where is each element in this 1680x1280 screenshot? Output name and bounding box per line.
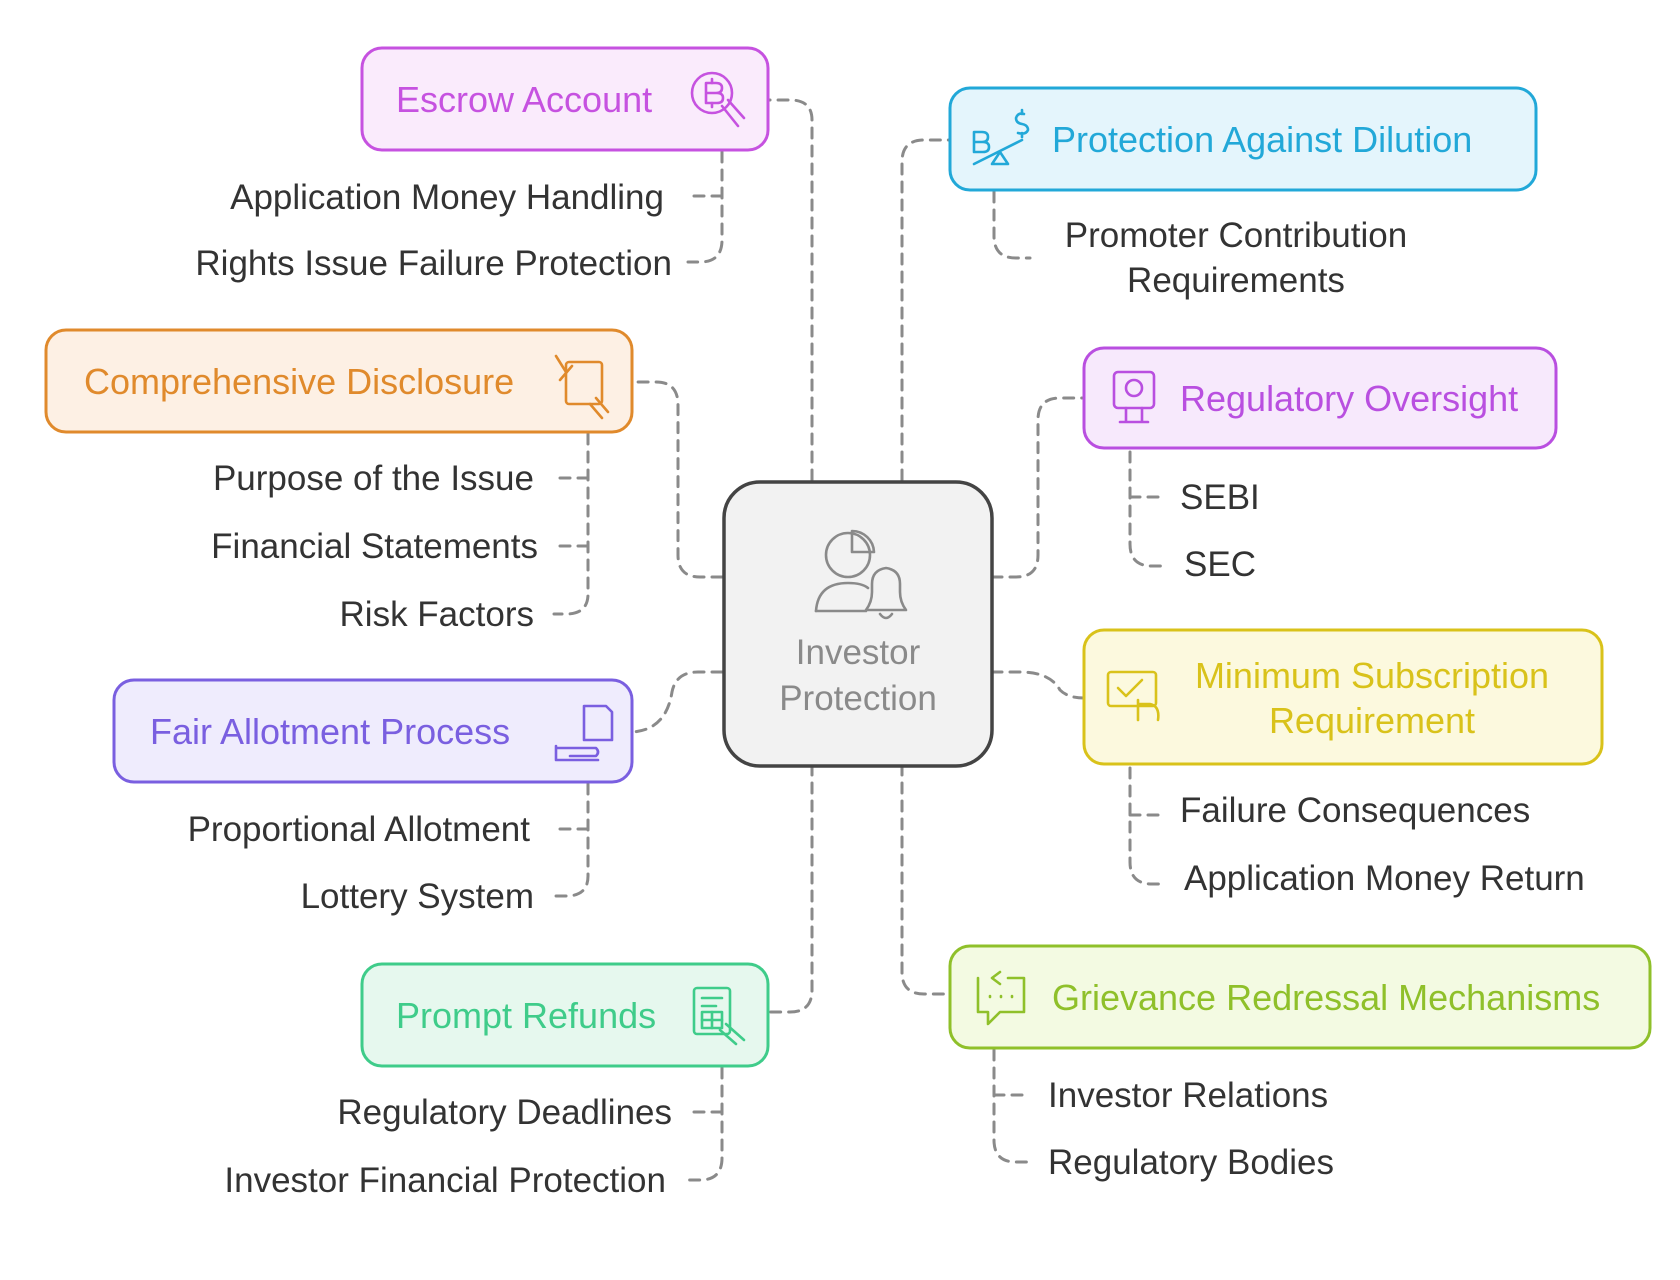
allotment-item-2: Lottery System xyxy=(301,877,534,916)
dilution-item-line1: Promoter Contribution xyxy=(1065,216,1407,255)
regulatory-oversight-label: Regulatory Oversight xyxy=(1180,378,1518,419)
branch-comprehensive-disclosure[interactable]: Comprehensive Disclosure xyxy=(44,328,634,434)
minimum-subscription-label-line2: Requirement xyxy=(1269,700,1475,741)
allotment-item-1: Proportional Allotment xyxy=(188,810,531,849)
comprehensive-disclosure-label: Comprehensive Disclosure xyxy=(84,361,514,402)
chat-refresh-icon xyxy=(976,970,1026,1026)
branch-regulatory-oversight[interactable]: Regulatory Oversight xyxy=(1082,346,1558,450)
escrow-account-label: Escrow Account xyxy=(396,79,652,120)
grievance-redressal-label: Grievance Redressal Mechanisms xyxy=(1052,977,1600,1018)
escrow-item-1: Application Money Handling xyxy=(230,178,664,217)
protection-against-dilution-label: Protection Against Dilution xyxy=(1052,119,1472,160)
prompt-refunds-label: Prompt Refunds xyxy=(396,995,656,1036)
receipt-hand-icon xyxy=(692,986,746,1046)
monitor-eye-icon xyxy=(1112,370,1156,424)
grievance-item-1: Investor Relations xyxy=(1048,1076,1328,1115)
hand-document-icon xyxy=(554,704,614,762)
branch-fair-allotment-process[interactable]: Fair Allotment Process xyxy=(112,678,634,784)
grievance-item-2: Regulatory Bodies xyxy=(1048,1143,1334,1182)
seesaw-currency-icon xyxy=(972,108,1030,166)
oversight-item-1: SEBI xyxy=(1180,478,1260,517)
branch-escrow-account[interactable]: Escrow Account xyxy=(360,46,770,152)
person-chart-bell-icon xyxy=(814,529,908,620)
subscription-item-2: Application Money Return xyxy=(1184,859,1585,898)
disclosure-item-2: Financial Statements xyxy=(211,527,538,566)
connectors xyxy=(630,98,1086,1014)
branch-minimum-subscription-requirement[interactable]: Minimum Subscription Requirement xyxy=(1082,628,1604,766)
center-title-line1: Investor xyxy=(796,633,921,672)
sub-connectors xyxy=(552,150,1168,1182)
disclosure-item-1: Purpose of the Issue xyxy=(213,459,534,498)
refunds-item-2: Investor Financial Protection xyxy=(224,1161,666,1200)
oversight-item-2: SEC xyxy=(1184,545,1256,584)
bitcoin-hand-icon xyxy=(690,71,746,128)
document-hands-icon xyxy=(554,354,610,420)
center-node[interactable]: Investor Protection xyxy=(722,480,994,768)
screen-touch-icon xyxy=(1106,670,1160,722)
branch-prompt-refunds[interactable]: Prompt Refunds xyxy=(360,962,770,1068)
branch-grievance-redressal-mechanisms[interactable]: Grievance Redressal Mechanisms xyxy=(948,944,1652,1050)
center-title-line2: Protection xyxy=(779,679,937,718)
disclosure-item-3: Risk Factors xyxy=(340,595,534,634)
subscription-item-1: Failure Consequences xyxy=(1180,791,1530,830)
branch-protection-against-dilution[interactable]: Protection Against Dilution xyxy=(948,86,1538,192)
escrow-item-2: Rights Issue Failure Protection xyxy=(195,244,672,283)
dilution-item-line2: Requirements xyxy=(1127,261,1345,300)
fair-allotment-process-label: Fair Allotment Process xyxy=(150,711,510,752)
minimum-subscription-label-line1: Minimum Subscription xyxy=(1195,655,1549,696)
refunds-item-1: Regulatory Deadlines xyxy=(337,1093,672,1132)
